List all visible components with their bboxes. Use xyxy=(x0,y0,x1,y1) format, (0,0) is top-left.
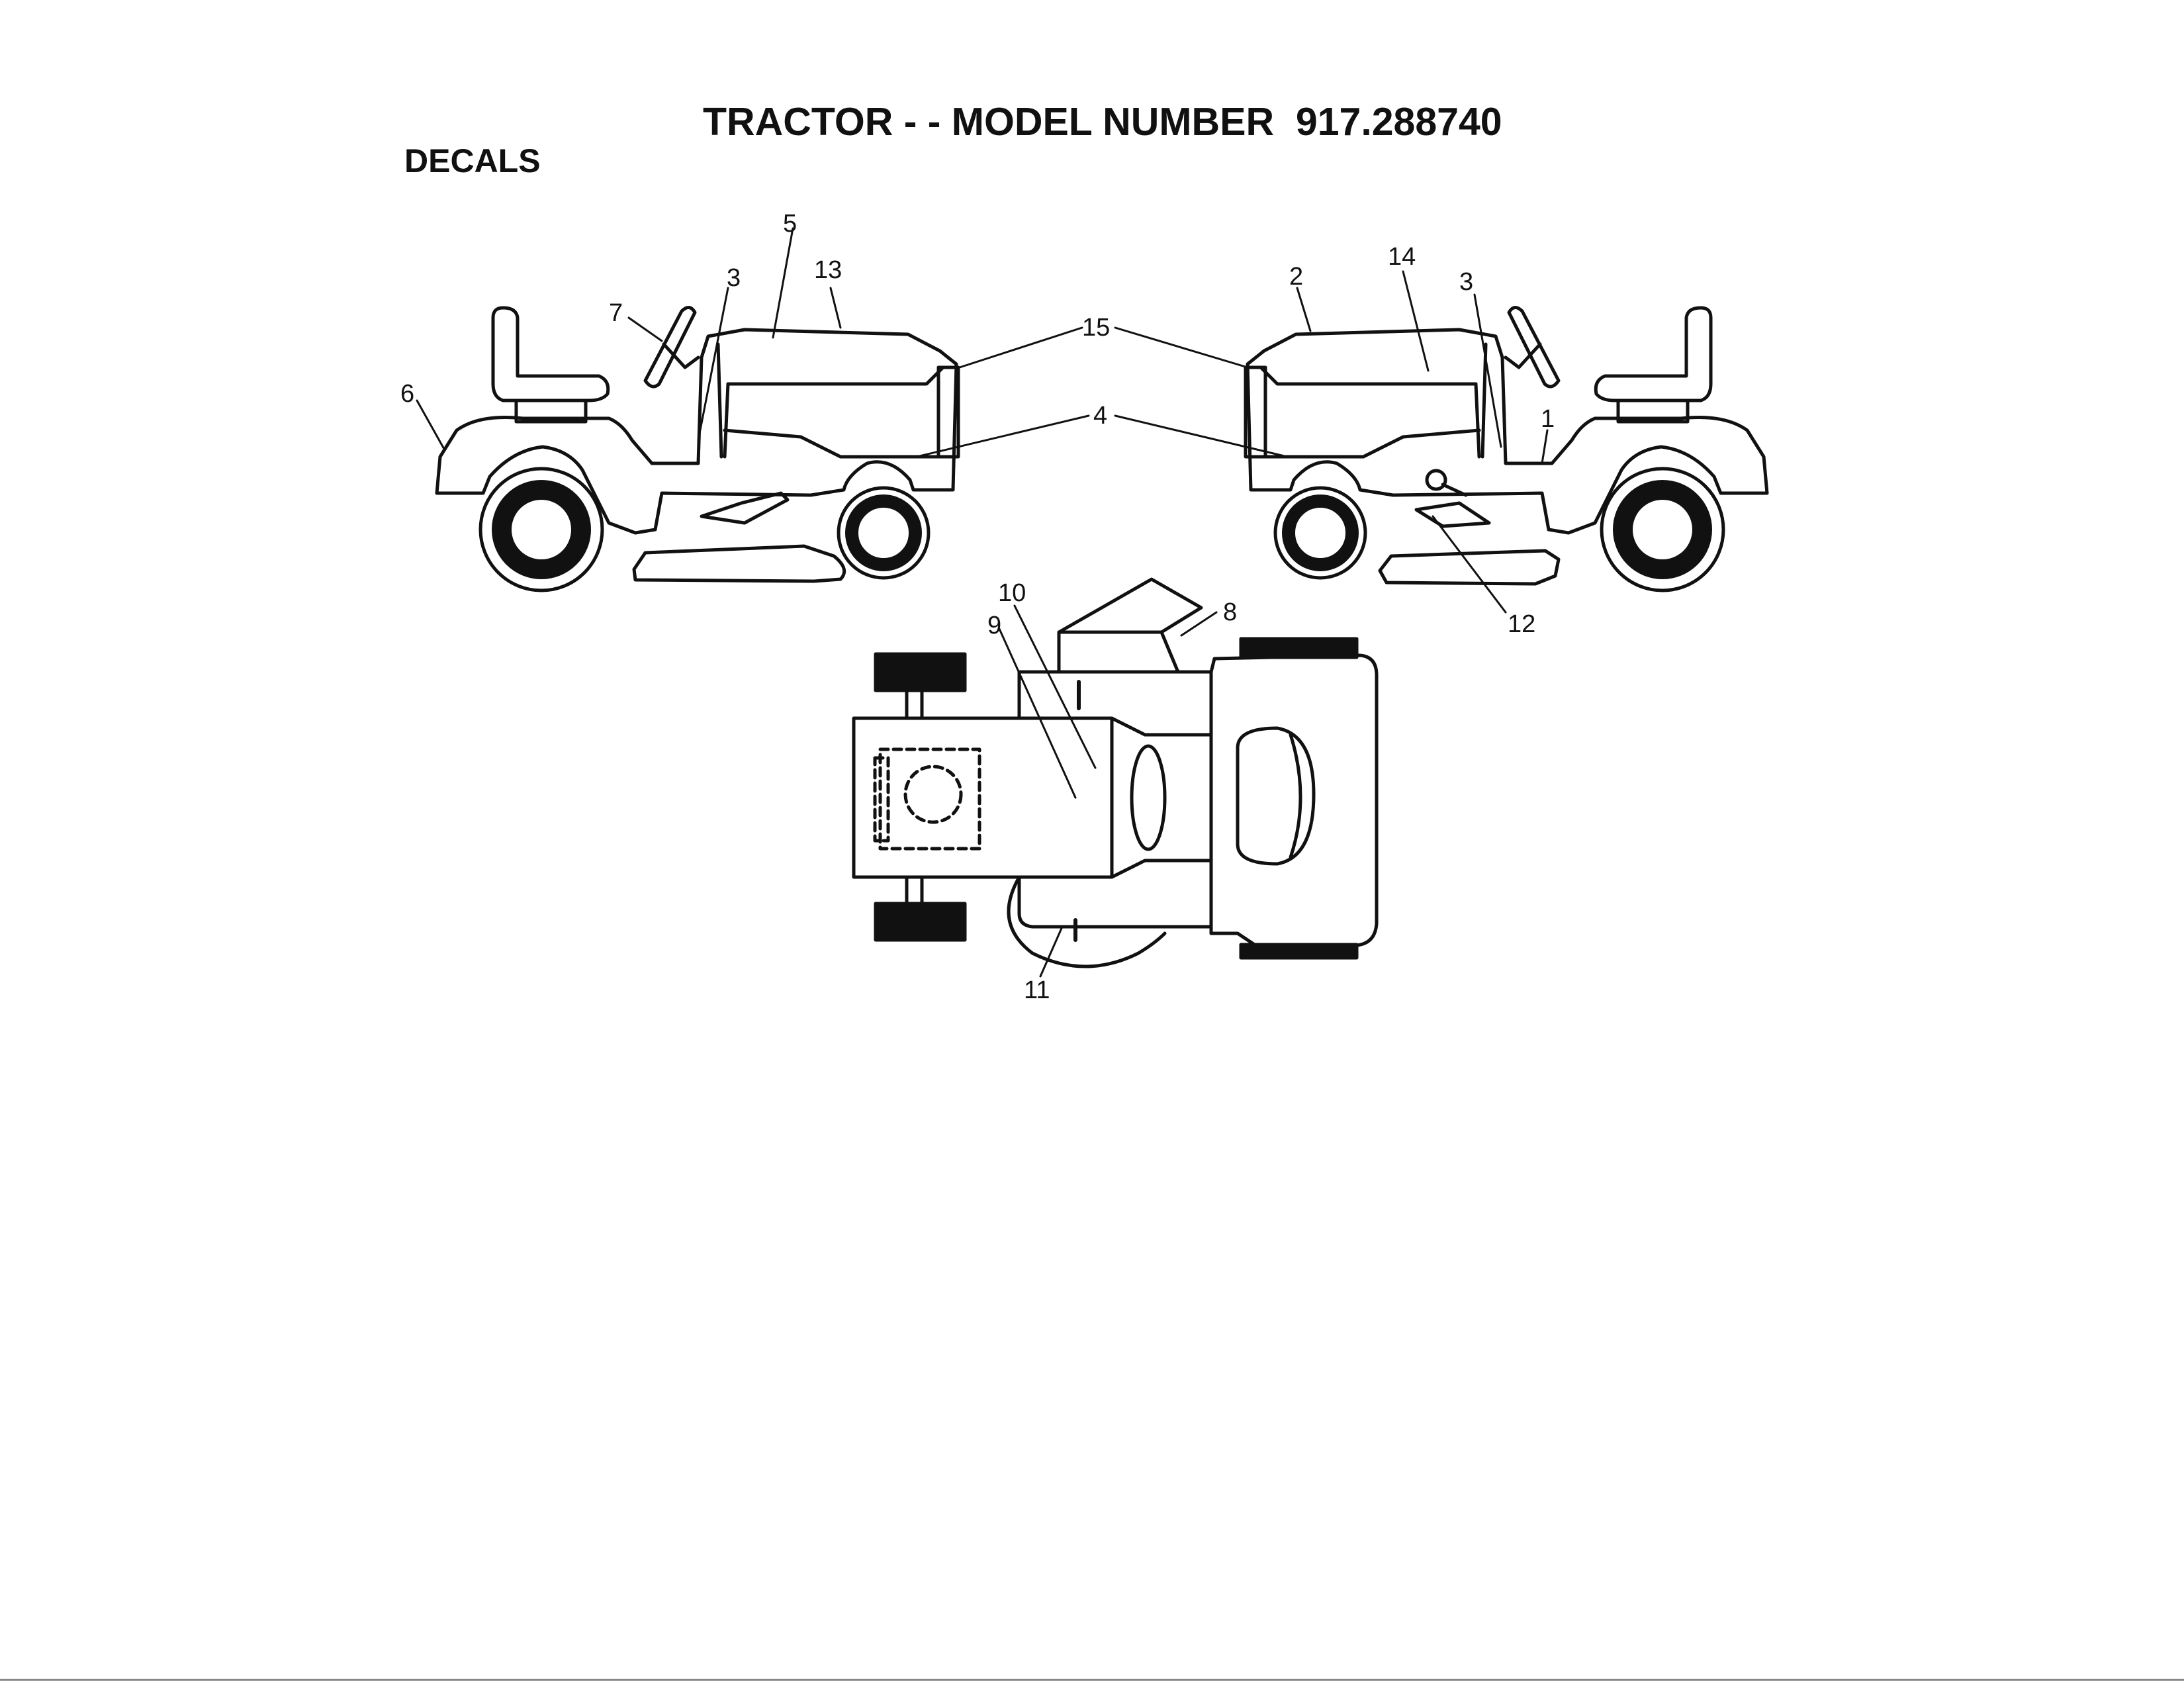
hood-top xyxy=(852,716,1114,879)
deck-top-view xyxy=(1007,875,1167,968)
engine-outline xyxy=(878,747,981,851)
callout-5: 5 xyxy=(783,210,797,238)
rear-body-top xyxy=(1017,653,1379,949)
steering-wheel xyxy=(643,306,697,389)
rear-wheel xyxy=(478,467,604,592)
seat-post xyxy=(1616,399,1690,424)
section-title: DECALS xyxy=(404,142,541,179)
seat xyxy=(1594,306,1713,402)
steering-wheel xyxy=(1507,306,1561,389)
rear-fender xyxy=(1246,328,1769,535)
steering-column-top xyxy=(1130,744,1167,851)
tractor-top-view xyxy=(852,577,1379,968)
callout-3-left: 3 xyxy=(727,264,741,292)
bottom-rule xyxy=(0,1679,2184,1681)
callout-7: 7 xyxy=(609,299,623,327)
leader-lines xyxy=(416,227,1549,978)
rear-tire-right xyxy=(1239,943,1359,960)
front-grille xyxy=(1244,365,1267,459)
front-tire-right xyxy=(874,902,967,942)
front-wheel xyxy=(1273,486,1367,580)
callout-15: 15 xyxy=(1082,314,1110,342)
rear-fender xyxy=(435,328,958,535)
callout-9: 9 xyxy=(987,612,1001,639)
callout-13: 13 xyxy=(814,256,842,284)
callout-8: 8 xyxy=(1223,598,1237,626)
callout-numbers: 5 13 3 7 6 15 4 2 14 3 1 12 8 10 9 11 xyxy=(400,210,1555,1004)
front-grille xyxy=(936,365,960,459)
seat-top xyxy=(1236,726,1316,866)
tractor-left-side-view xyxy=(435,306,960,592)
mower-deck xyxy=(1378,549,1561,586)
mower-deck xyxy=(632,544,846,583)
seat xyxy=(491,306,610,402)
throttle-knob xyxy=(1425,469,1447,491)
callout-10: 10 xyxy=(998,579,1026,607)
tractor-right-side-view xyxy=(1244,306,1769,592)
callout-6: 6 xyxy=(400,380,414,408)
rear-wheel xyxy=(1600,467,1725,592)
discharge-chute xyxy=(1057,577,1203,674)
callout-12: 12 xyxy=(1508,610,1535,638)
front-wheel xyxy=(837,486,931,580)
callout-14: 14 xyxy=(1388,243,1416,271)
callout-3-right: 3 xyxy=(1459,268,1473,296)
page-title: TRACTOR - - MODEL NUMBER 917.288740 xyxy=(703,100,1502,144)
seat-post xyxy=(514,399,588,424)
callout-11: 11 xyxy=(1024,976,1050,1004)
callout-4: 4 xyxy=(1093,402,1107,430)
front-tire-left xyxy=(874,652,967,692)
callout-2: 2 xyxy=(1289,263,1303,291)
rear-tire-left xyxy=(1239,637,1359,659)
callout-1: 1 xyxy=(1541,405,1555,433)
